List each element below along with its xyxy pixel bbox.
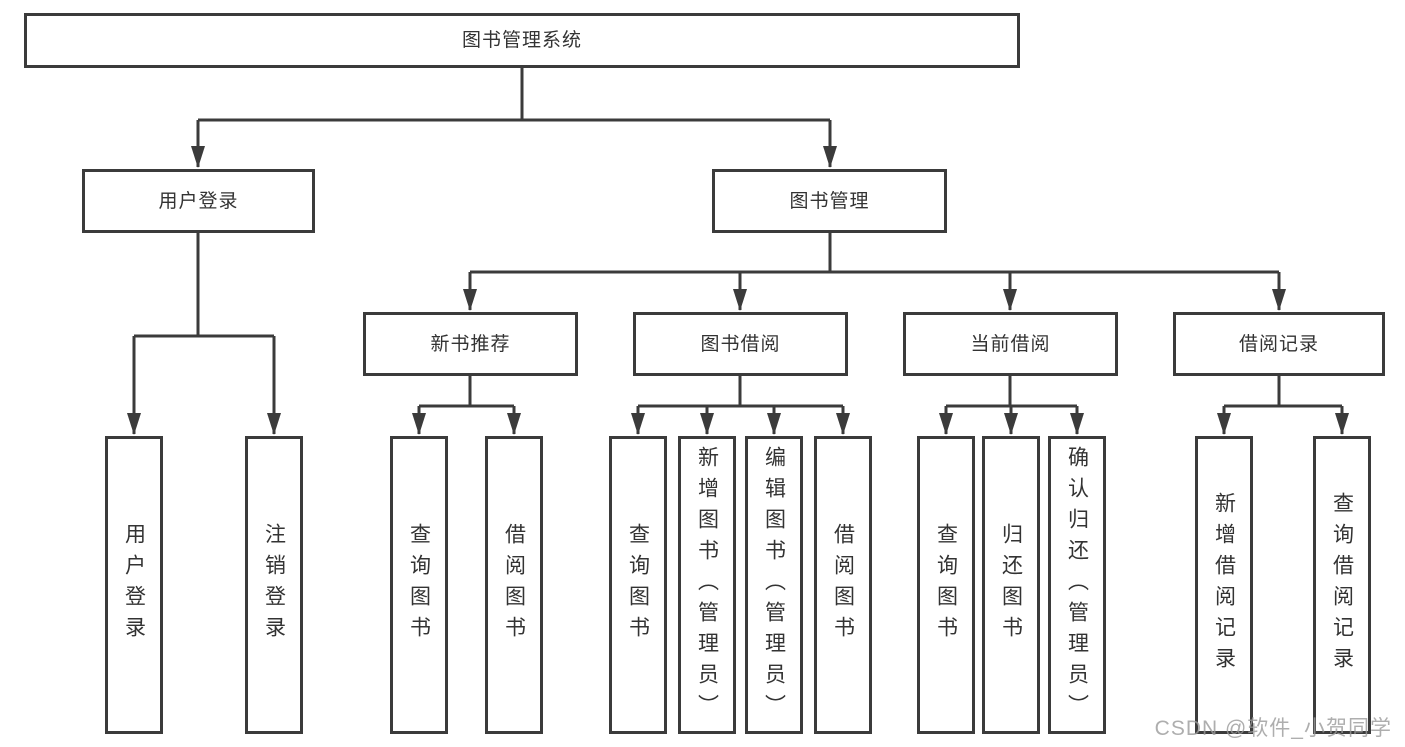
connector-book-mgmt-children [463, 233, 1286, 311]
leaf-current-query-books: 查询图书 [917, 436, 975, 734]
leaf-borrow-borrow-books: 借阅图书 [814, 436, 872, 734]
leaf-newbook-borrow-books: 借阅图书 [485, 436, 543, 734]
node-book-management: 图书管理 [712, 169, 947, 233]
connector-root-to-level2 [191, 68, 837, 168]
csdn-watermark: CSDN @软件_小贺同学 [1154, 717, 1392, 740]
leaf-borrow-edit-books-admin: 编辑图书（管理员） [745, 436, 803, 734]
leaf-records-query-record: 查询借阅记录 [1313, 436, 1371, 734]
node-borrow-records: 借阅记录 [1173, 312, 1385, 376]
node-new-book-recommend: 新书推荐 [363, 312, 578, 376]
leaf-user-login: 用户登录 [105, 436, 163, 734]
connector-borrow-record-children [1217, 376, 1349, 435]
leaf-logout: 注销登录 [245, 436, 303, 734]
node-root-library-system: 图书管理系统 [24, 13, 1020, 68]
connector-new-book-children [412, 376, 521, 435]
connector-user-login-children [127, 233, 281, 435]
node-user-login: 用户登录 [82, 169, 315, 233]
leaf-records-add-record: 新增借阅记录 [1195, 436, 1253, 734]
leaf-borrow-add-books-admin: 新增图书（管理员） [678, 436, 736, 734]
leaf-newbook-query-books: 查询图书 [390, 436, 448, 734]
leaf-current-confirm-return-admin: 确认归还（管理员） [1048, 436, 1106, 734]
connector-current-borrow-children [939, 376, 1084, 435]
node-current-borrow: 当前借阅 [903, 312, 1118, 376]
leaf-borrow-query-books: 查询图书 [609, 436, 667, 734]
connector-book-borrow-children [631, 376, 850, 435]
node-book-borrow: 图书借阅 [633, 312, 848, 376]
leaf-current-return-books: 归还图书 [982, 436, 1040, 734]
